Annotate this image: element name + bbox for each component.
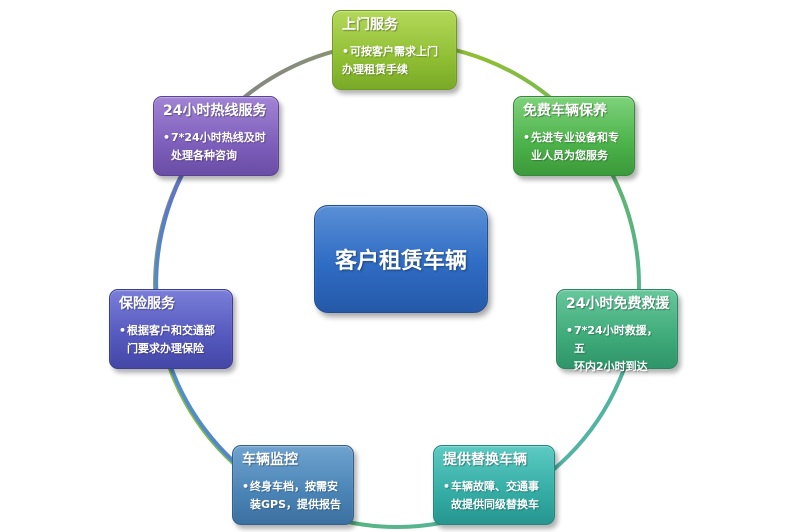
central-node: 客户租赁车辆 [314, 205, 488, 313]
node-24h-hotline: 24小时热线服务 7*24小时热线及时 处理各种咨询 [153, 96, 279, 176]
node-bullet: 先进专业设备和专 [523, 129, 625, 147]
node-bullet-cont: 故提供同级替换车 [451, 498, 539, 511]
node-bullet: 根据客户和交通部 [119, 322, 223, 340]
node-bullet-cont: 门要求办理保险 [127, 342, 204, 355]
node-bullet-cont: 办理租赁手续 [342, 63, 408, 76]
node-bullet: 可按客户需求上门 [342, 43, 447, 61]
node-title: 车辆监控 [242, 452, 298, 468]
node-bullet-cont: 环内2小时到达 [574, 360, 648, 373]
node-bullet: 车辆故障、交通事 [443, 478, 545, 496]
node-bullet: 7*24小时热线及时 [163, 129, 269, 147]
node-bullet-cont: 业人员为您服务 [531, 149, 608, 162]
node-bullet-cont: 装GPS，提供报告 [250, 498, 342, 511]
central-label: 客户租赁车辆 [334, 249, 467, 274]
node-title: 上门服务 [342, 17, 398, 33]
node-24h-rescue: 24小时免费救援 7*24小时救援，五 环内2小时到达 [556, 289, 678, 373]
node-replacement-vehicle: 提供替换车辆 车辆故障、交通事 故提供同级替换车 [433, 445, 555, 525]
node-title: 24小时热线服务 [163, 103, 267, 119]
node-bullet: 终身车档，按需安 [242, 478, 344, 496]
node-bullet-cont: 处理各种咨询 [171, 149, 237, 162]
node-insurance-service: 保险服务 根据客户和交通部 门要求办理保险 [109, 289, 233, 369]
node-title: 24小时免费救援 [566, 296, 670, 312]
node-bullet: 7*24小时救援，五 [566, 322, 668, 358]
node-title: 保险服务 [119, 296, 175, 312]
node-onsite-service: 上门服务 可按客户需求上门 办理租赁手续 [332, 10, 457, 90]
node-title: 提供替换车辆 [443, 452, 527, 468]
node-free-maintenance: 免费车辆保养 先进专业设备和专 业人员为您服务 [513, 96, 635, 176]
node-title: 免费车辆保养 [523, 103, 607, 119]
node-vehicle-monitoring: 车辆监控 终身车档，按需安 装GPS，提供报告 [232, 445, 354, 525]
